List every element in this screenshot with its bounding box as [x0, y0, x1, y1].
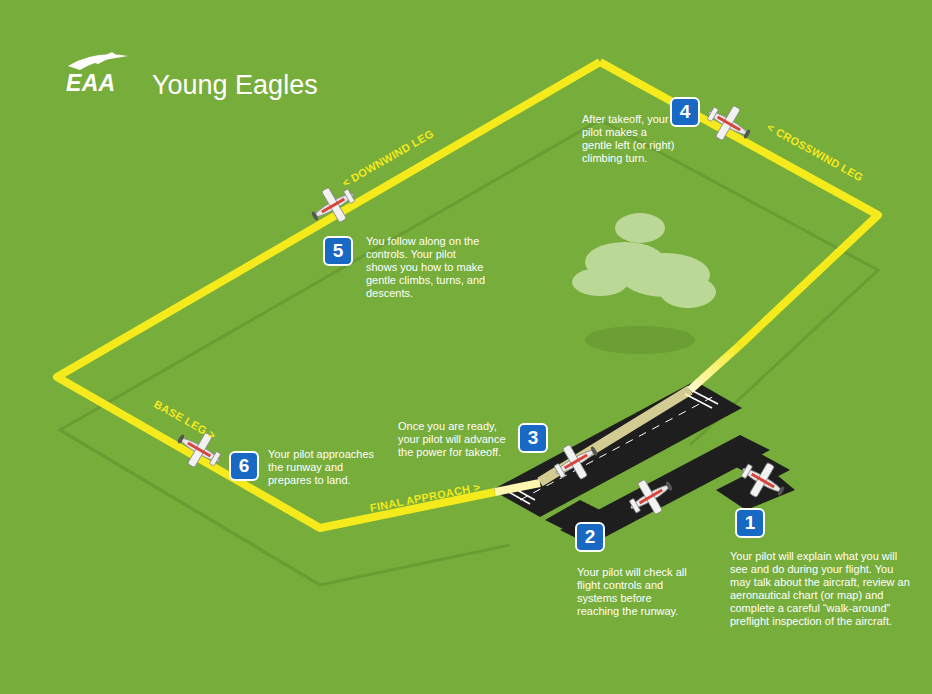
step-description: Your pilot approaches the runway and pre… — [268, 448, 380, 487]
leg-label: < CROSSWIND LEG — [765, 121, 865, 184]
callout-number: 1 — [735, 508, 765, 538]
callout: 5You follow along on the controls. Your … — [323, 236, 353, 266]
step-description: Your pilot will check all flight control… — [577, 566, 689, 618]
leg-label: < DOWNWIND LEG — [340, 127, 436, 189]
callout: 3Once you are ready, your pilot will adv… — [518, 423, 548, 453]
callout: 2Your pilot will check all flight contro… — [575, 522, 605, 552]
logo-text: EAA — [66, 70, 115, 97]
step-description: Your pilot will explain what you will se… — [730, 550, 915, 628]
step-description: Once you are ready, your pilot will adva… — [398, 420, 514, 459]
callout-number: 2 — [575, 522, 605, 552]
callout: 1Your pilot will explain what you will s… — [735, 508, 765, 538]
callout-number: 6 — [229, 451, 259, 481]
step-description: After takeoff, your pilot makes a gentle… — [582, 113, 678, 165]
callout-number: 4 — [670, 97, 700, 127]
callout: 6Your pilot approaches the runway and pr… — [229, 451, 259, 481]
callout-number: 5 — [323, 236, 353, 266]
title: Young Eagles — [152, 70, 318, 101]
callout: 4After takeoff, your pilot makes a gentl… — [670, 97, 700, 127]
callout-number: 3 — [518, 423, 548, 453]
step-description: You follow along on the controls. Your p… — [366, 235, 486, 300]
